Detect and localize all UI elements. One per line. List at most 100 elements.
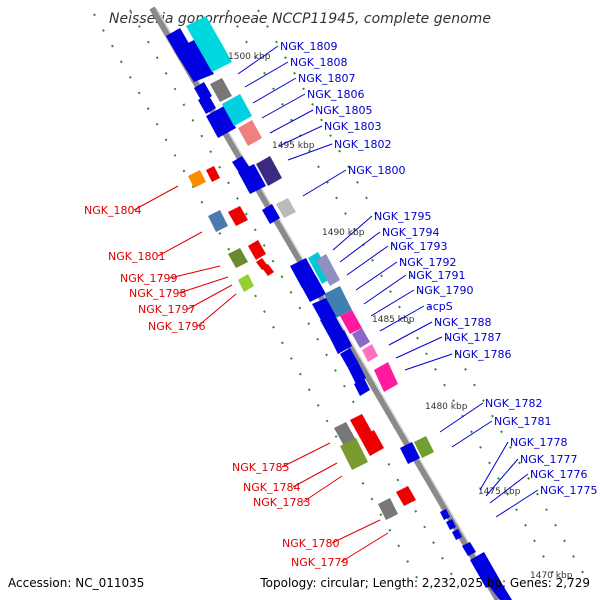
gene-arrow[interactable] — [262, 204, 280, 224]
gene-label[interactable]: NGK_1777 — [520, 453, 577, 466]
gene-label[interactable]: NGK_1798 — [129, 287, 186, 300]
gene-arrow[interactable] — [396, 486, 416, 506]
gene-block[interactable] — [324, 286, 352, 318]
gene-label[interactable]: NGK_1775 — [540, 484, 597, 497]
leader-line — [292, 462, 338, 488]
gene-arrow[interactable] — [340, 348, 358, 368]
gene-label[interactable]: NGK_1795 — [374, 210, 431, 223]
gene-arrow[interactable] — [484, 574, 512, 600]
gene-label[interactable]: acpS — [426, 300, 453, 313]
leader-line — [269, 109, 314, 134]
gene-arrow[interactable] — [206, 106, 236, 138]
gene-block[interactable] — [256, 156, 282, 186]
leader-line — [339, 231, 381, 263]
gene-block[interactable] — [374, 362, 398, 392]
gene-block[interactable] — [228, 248, 248, 268]
gene-arrow[interactable] — [320, 314, 344, 338]
gene-block[interactable] — [188, 170, 206, 188]
gene-label[interactable]: NGK_1793 — [390, 240, 447, 253]
gene-arrow[interactable] — [462, 542, 476, 556]
gene-label[interactable]: NGK_1796 — [148, 320, 205, 333]
gene-arrow[interactable] — [238, 164, 266, 194]
gene-arrow[interactable] — [350, 414, 372, 438]
leader-line — [379, 305, 425, 332]
gene-block[interactable] — [276, 198, 296, 218]
gene-label[interactable]: NGK_1781 — [494, 415, 551, 428]
gene-label[interactable]: NGK_1791 — [408, 269, 465, 282]
gene-labels: NGK_1809NGK_1808NGK_1807NGK_1806NGK_1805… — [84, 40, 597, 569]
gene-label[interactable]: NGK_1792 — [399, 256, 456, 269]
gene-block[interactable] — [334, 422, 356, 446]
scale-label: 1485 kbp — [372, 315, 415, 325]
gene-label[interactable]: NGK_1779 — [291, 556, 348, 569]
gene-block[interactable] — [352, 328, 370, 348]
gene-block[interactable] — [340, 310, 362, 334]
leader-line — [451, 420, 493, 448]
gene-label[interactable]: NGK_1785 — [232, 461, 289, 474]
gene-arrow[interactable] — [198, 94, 216, 114]
gene-label[interactable]: NGK_1803 — [324, 120, 381, 133]
gene-arrow[interactable] — [248, 240, 266, 260]
gene-block[interactable] — [316, 254, 340, 286]
gene-label[interactable]: NGK_1784 — [243, 481, 300, 494]
gene-arrow[interactable] — [348, 362, 366, 384]
gene-block[interactable] — [210, 78, 232, 102]
gene-label[interactable]: NGK_1786 — [454, 348, 511, 361]
gene-label[interactable]: NGK_1787 — [444, 331, 501, 344]
gene-label[interactable]: NGK_1808 — [290, 56, 347, 69]
gene-block[interactable] — [362, 344, 378, 362]
gene-label[interactable]: NGK_1788 — [434, 316, 491, 329]
gene-arrow[interactable] — [400, 442, 420, 464]
rna-block[interactable] — [186, 16, 232, 72]
gene-label[interactable]: NGK_1801 — [108, 250, 165, 263]
gene-label[interactable]: NGK_1800 — [348, 164, 405, 177]
gene-arrow[interactable] — [354, 378, 370, 396]
leader-line — [157, 231, 203, 257]
gene-label[interactable]: NGK_1776 — [530, 468, 587, 481]
gene-label[interactable]: NGK_1809 — [280, 40, 337, 53]
leader-line — [388, 321, 433, 346]
gene-label[interactable]: NGK_1804 — [84, 204, 141, 217]
leader-line — [237, 45, 279, 75]
gene-label[interactable]: NGK_1807 — [298, 72, 355, 85]
gene-label[interactable]: NGK_1790 — [416, 284, 473, 297]
gene-label[interactable]: NGK_1780 — [282, 537, 339, 550]
gene-label[interactable]: NGK_1782 — [485, 397, 542, 410]
gene-label[interactable]: NGK_1794 — [382, 226, 439, 239]
gene-arrow[interactable] — [228, 206, 248, 226]
scale-label: 1500 kbp — [228, 52, 271, 62]
leader-line — [439, 402, 484, 433]
gene-label[interactable]: NGK_1783 — [253, 496, 310, 509]
gene-label[interactable]: NGK_1802 — [334, 138, 391, 151]
gene-arrow[interactable] — [300, 276, 326, 302]
leader-line — [346, 245, 389, 276]
scale-label: 1490 kbp — [322, 228, 365, 238]
leader-line — [331, 519, 381, 544]
leader-line — [244, 61, 289, 88]
gene-arrow[interactable] — [440, 509, 450, 520]
gene-arrow[interactable] — [360, 430, 384, 456]
rna-block[interactable] — [222, 94, 252, 126]
leader-line — [404, 353, 453, 371]
gene-arrow[interactable] — [330, 330, 352, 354]
gene-label[interactable]: NGK_1778 — [510, 436, 567, 449]
reverse-features — [188, 166, 416, 520]
gene-arrow[interactable] — [206, 166, 220, 182]
gene-arrow[interactable] — [174, 40, 214, 82]
gene-label[interactable]: NGK_1799 — [120, 272, 177, 285]
gene-label[interactable]: NGK_1805 — [315, 104, 372, 117]
gene-block[interactable] — [340, 438, 368, 470]
leader-line — [178, 276, 229, 294]
gene-arrow[interactable] — [446, 519, 456, 530]
gene-block[interactable] — [208, 210, 228, 232]
gene-arrow[interactable] — [452, 529, 462, 540]
gene-arrow[interactable] — [262, 264, 274, 276]
gene-block[interactable] — [238, 120, 262, 146]
gene-block[interactable] — [238, 274, 254, 292]
gene-block[interactable] — [414, 436, 434, 458]
gene-label[interactable]: NGK_1797 — [138, 303, 195, 316]
gene-block[interactable] — [378, 498, 398, 520]
gene-label[interactable]: NGK_1806 — [307, 88, 364, 101]
